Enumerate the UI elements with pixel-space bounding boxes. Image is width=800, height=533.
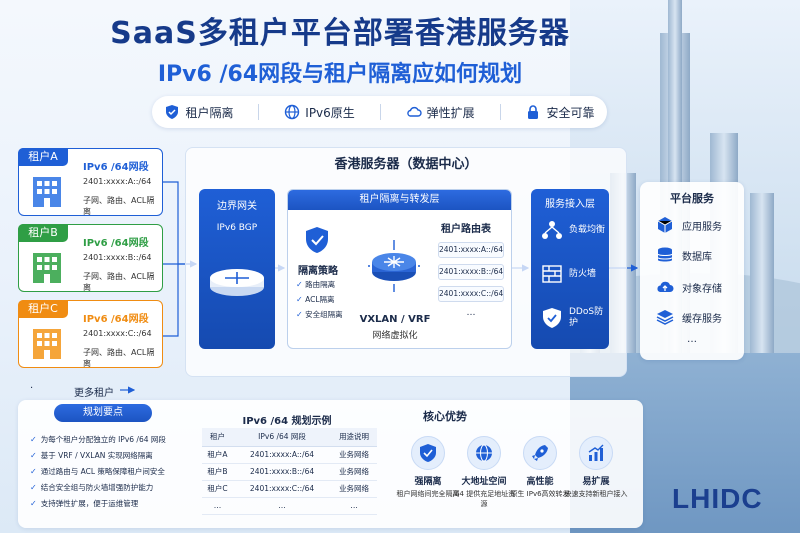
gateway-sub: IPv6 BGP <box>216 223 258 233</box>
planning-item: ✓支持弹性扩展，便于运维管理 <box>30 499 139 508</box>
page-title: SaaS多租户平台部署香港服务器 <box>110 16 570 51</box>
cube-icon <box>657 217 673 233</box>
platform-title: 平台服务 <box>670 192 714 205</box>
table-header: IPv6 /64 网段 <box>232 428 332 447</box>
tenant-desc: 子网、路由、ACL隔离 <box>83 348 155 368</box>
vxlan-title: VXLAN / VRF <box>359 314 431 325</box>
advantage-item: 强隔离 租户网络间完全隔离 <box>396 436 460 499</box>
gateway-title: 边界网关 <box>217 201 257 212</box>
rocket-icon <box>532 445 548 461</box>
firewall-icon <box>542 265 562 283</box>
tenant-prefix: 2401:xxxx:C::/64 <box>83 329 152 338</box>
core-router-icon <box>368 240 420 292</box>
tenant-tag: 租户A <box>18 148 68 166</box>
tenant-title: IPv6 /64网段 <box>83 238 149 249</box>
advantage-item: 易扩展 快速支持新租户接入 <box>564 436 628 499</box>
feature-label: 弹性扩展 <box>426 105 475 120</box>
shield-check-icon <box>166 105 179 119</box>
shield-check-icon <box>420 444 436 462</box>
advantage-item: 大地址空间 /64 提供充足地址资源 <box>452 436 516 509</box>
access-item: 负载均衡 <box>541 219 605 241</box>
building-icon <box>33 253 61 283</box>
tenant-title: IPv6 /64网段 <box>83 162 149 173</box>
globe-icon <box>476 444 492 462</box>
border-gateway-box: 边界网关 IPv6 BGP <box>199 189 275 349</box>
cloud-icon <box>406 106 422 117</box>
ddos-shield-icon <box>543 308 561 328</box>
tenant-desc: 子网、路由、ACL隔离 <box>83 196 155 216</box>
platform-services-panel: 平台服务 应用服务 数据库 对象存储 缓存服务 … <box>640 182 744 360</box>
access-item: DDoS防护 <box>541 307 605 329</box>
route-table-title: 租户路由表 <box>441 224 491 235</box>
feature-tenant-isolation: 租户隔离 <box>164 104 233 121</box>
feature-label: 租户隔离 <box>185 105 234 120</box>
planning-item: ✓为每个租户分配独立的 IPv6 /64 网段 <box>30 435 166 444</box>
tenant-prefix: 2401:xxxx:B::/64 <box>83 253 152 262</box>
platform-more: … <box>687 334 697 345</box>
table-header: 租户 <box>202 428 233 447</box>
policy-item: ✓ 路由隔离 <box>296 280 336 289</box>
platform-item: 缓存服务 <box>656 308 722 326</box>
isolation-forwarding-layer: 租户隔离与转发层 隔离策略 ✓ 路由隔离 ✓ ACL隔离 ✓ 安全组隔离 VXL… <box>287 189 512 349</box>
layers-icon <box>656 310 674 325</box>
feature-secure-reliable: 安全可靠 <box>525 104 594 121</box>
more-tenants-label: 更多租户 <box>74 388 114 399</box>
isolation-title: 租户隔离与转发层 <box>288 190 511 210</box>
feature-bar: 租户隔离 IPv6原生 弹性扩展 安全可靠 <box>152 96 607 128</box>
building-icon <box>33 177 61 207</box>
brand-logo: LHIDC <box>672 483 763 514</box>
planning-title: 规划要点 <box>54 404 152 422</box>
platform-item: 数据库 <box>656 246 712 264</box>
platform-item: 应用服务 <box>656 216 722 234</box>
policy-item: ✓ 安全组隔离 <box>296 310 343 319</box>
growth-chart-icon <box>588 444 604 461</box>
tenant-card-a: 租户A IPv6 /64网段 2401:xxxx:A::/64 子网、路由、AC… <box>18 148 163 216</box>
platform-item: 对象存储 <box>656 278 722 296</box>
advantages-title: 核心优势 <box>423 410 467 423</box>
table-row: ……… <box>202 497 377 515</box>
route-entry: 2401:xxxx:C::/64 <box>438 286 504 302</box>
feature-label: 安全可靠 <box>546 105 595 120</box>
planning-item: ✓结合安全组与防火墙增强防护能力 <box>30 483 154 492</box>
gateway-router-icon <box>210 269 264 296</box>
globe-icon <box>285 104 300 120</box>
database-icon <box>657 247 673 262</box>
feature-label: IPv6原生 <box>305 105 355 120</box>
policy-item: ✓ ACL隔离 <box>296 295 335 304</box>
lock-icon <box>528 105 539 119</box>
advantage-item: 高性能 原生 IPv6高效转发 <box>508 436 572 499</box>
cloud-upload-icon <box>657 281 674 292</box>
tenant-tag: 租户B <box>18 224 68 242</box>
table-title: IPv6 /64 规划示例 <box>242 416 332 427</box>
access-item: 防火墙 <box>541 263 605 285</box>
tenant-card-b: 租户B IPv6 /64网段 2401:xxxx:B::/64 子网、路由、AC… <box>18 224 163 292</box>
planning-item: ✓基于 VRF / VXLAN 实现网络隔离 <box>30 451 153 460</box>
service-access-layer: 服务接入层 负载均衡 防火墙 DDoS防护 <box>531 189 609 349</box>
tenant-tag: 租户C <box>18 300 68 318</box>
building-icon <box>33 329 61 359</box>
access-title: 服务接入层 <box>545 199 595 210</box>
route-more: … <box>466 308 476 318</box>
page-subtitle: IPv6 /64网段与租户隔离应如何规划 <box>157 62 523 87</box>
route-entry: 2401:xxxx:A::/64 <box>438 242 504 258</box>
planning-item: ✓通过路由与 ACL 策略保障租户间安全 <box>30 467 165 476</box>
tenant-prefix: 2401:xxxx:A::/64 <box>83 177 152 186</box>
route-entry: 2401:xxxx:B::/64 <box>438 264 504 280</box>
tenant-desc: 子网、路由、ACL隔离 <box>83 272 155 292</box>
load-balance-icon <box>542 221 562 239</box>
svg-text:·: · <box>30 383 33 394</box>
table-header: 用途说明 <box>331 428 377 447</box>
feature-elastic-scaling: 弹性扩展 <box>406 104 475 121</box>
tenant-card-c: 租户C IPv6 /64网段 2401:xxxx:C::/64 子网、路由、AC… <box>18 300 163 368</box>
feature-ipv6-native: IPv6原生 <box>284 104 355 121</box>
shield-check-icon <box>306 227 328 253</box>
tenant-title: IPv6 /64网段 <box>83 314 149 325</box>
vxlan-sub: 网络虚拟化 <box>372 331 418 341</box>
server-title: 香港服务器（数据中心） <box>334 157 478 172</box>
policy-title: 隔离策略 <box>298 266 338 277</box>
